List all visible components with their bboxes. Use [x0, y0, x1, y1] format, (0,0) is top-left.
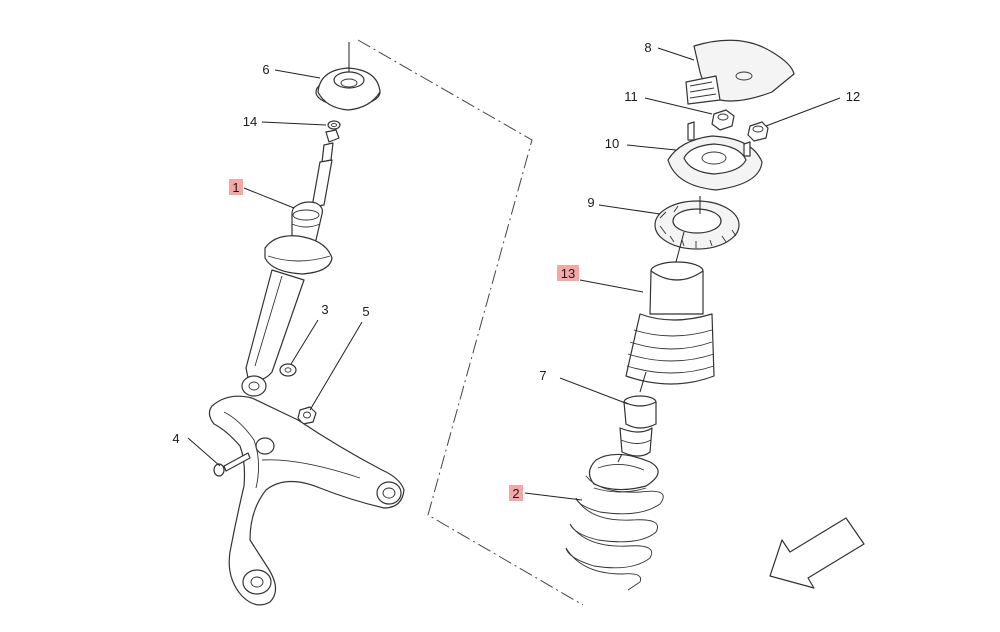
svg-text:10: 10 [605, 136, 619, 151]
part-coil-spring[interactable] [565, 453, 664, 591]
part-shock-absorber[interactable] [241, 129, 340, 397]
callout-13: 13 [557, 265, 579, 281]
part-dust-boot[interactable] [625, 261, 715, 385]
callout-3: 3 [321, 302, 328, 317]
part-spring-isolator[interactable] [654, 200, 740, 250]
callout-1: 1 [229, 179, 243, 195]
front-direction-arrow-icon [769, 517, 865, 589]
part-strut-top-mount[interactable] [667, 121, 763, 191]
svg-text:2: 2 [512, 486, 519, 501]
part-mount-nut-right[interactable] [747, 121, 769, 142]
svg-text:3: 3 [321, 302, 328, 317]
part-mount-nut-left[interactable] [711, 109, 735, 131]
svg-text:8: 8 [644, 40, 651, 55]
part-top-cover[interactable] [685, 39, 795, 105]
part-lower-control-arm[interactable] [208, 395, 405, 606]
part-top-mount-cup[interactable] [315, 67, 381, 111]
part-bushing-left[interactable] [279, 363, 297, 377]
callout-6: 6 [262, 62, 269, 77]
callout-11: 11 [624, 89, 638, 104]
part-washer[interactable] [327, 120, 341, 130]
svg-text:9: 9 [587, 195, 594, 210]
callout-2: 2 [509, 485, 523, 501]
svg-text:14: 14 [243, 114, 257, 129]
assembly-boundary [357, 39, 584, 606]
part-bump-stop[interactable] [619, 395, 657, 457]
callout-10: 10 [605, 136, 619, 151]
callout-14: 14 [243, 114, 257, 129]
part-nut[interactable] [297, 406, 317, 425]
callout-9: 9 [587, 195, 594, 210]
callout-7: 7 [539, 368, 546, 383]
callout-5: 5 [362, 304, 369, 319]
svg-text:13: 13 [561, 266, 575, 281]
svg-text:6: 6 [262, 62, 269, 77]
callout-4: 4 [172, 431, 179, 446]
svg-text:5: 5 [362, 304, 369, 319]
leader-lines [187, 42, 841, 501]
svg-text:12: 12 [846, 89, 860, 104]
callout-12: 12 [846, 89, 860, 104]
svg-text:4: 4 [172, 431, 179, 446]
callout-8: 8 [644, 40, 651, 55]
svg-text:11: 11 [624, 89, 638, 104]
part-bolt[interactable] [213, 452, 251, 477]
svg-text:1: 1 [232, 180, 239, 195]
svg-text:7: 7 [539, 368, 546, 383]
